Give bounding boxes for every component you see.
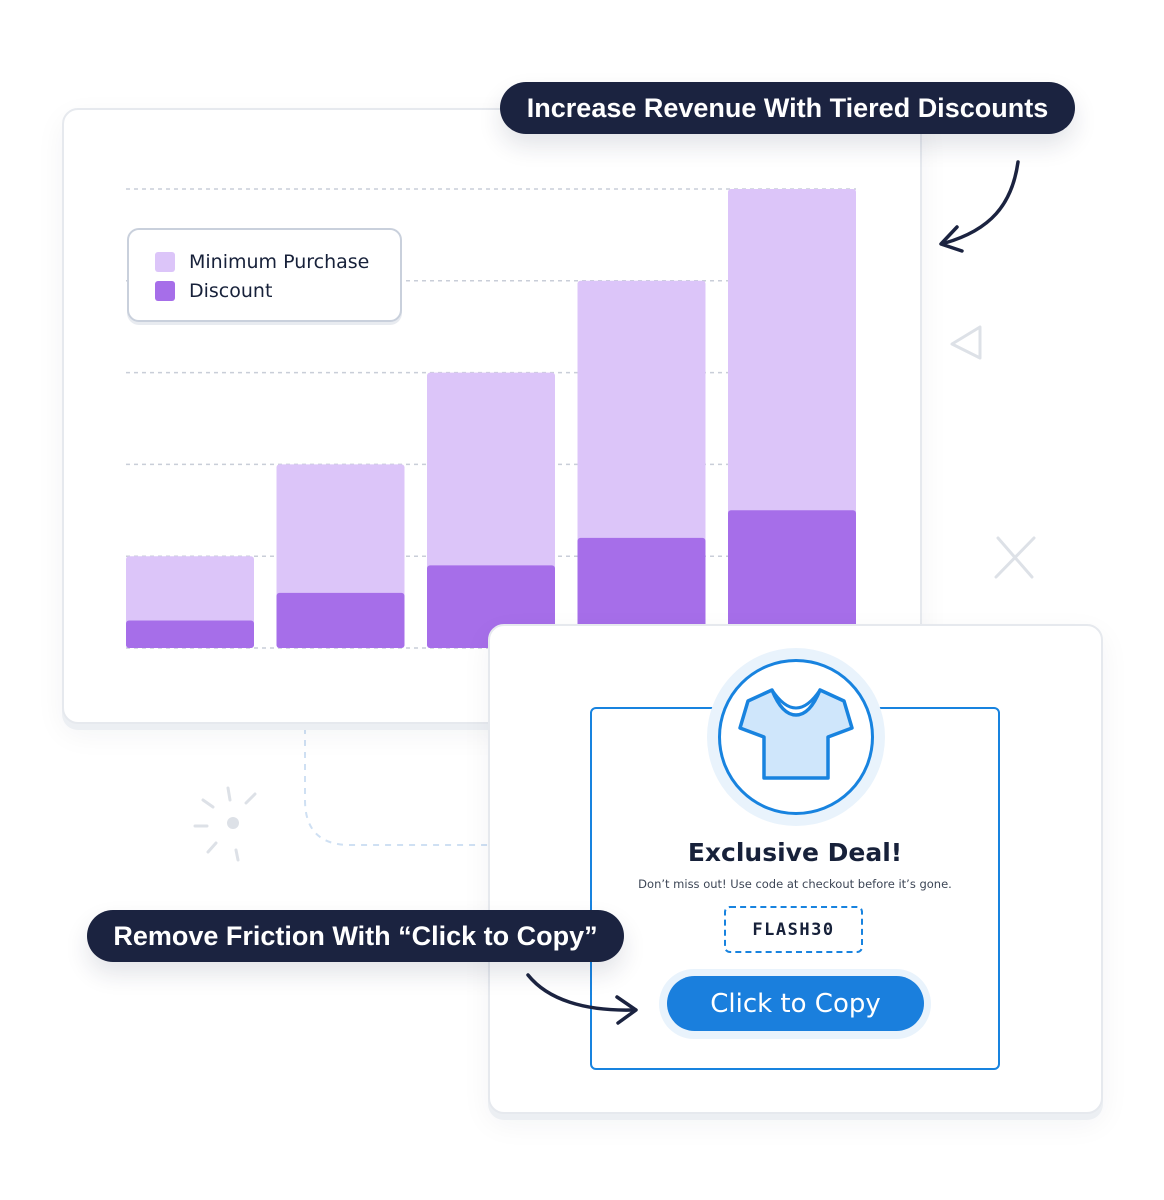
deal-subtitle: Don’t miss out! Use code at checkout bef…: [638, 877, 952, 891]
bar-discount-1: [126, 620, 254, 648]
bar-discount-5: [728, 510, 856, 648]
dashed-connector: [304, 728, 488, 846]
callout-click-to-copy: Remove Friction With “Click to Copy”: [87, 910, 624, 962]
legend-label: Minimum Purchase: [189, 251, 370, 273]
click-to-copy-button[interactable]: Click to Copy: [667, 976, 924, 1031]
cross-icon: [994, 536, 1036, 579]
coupon-code[interactable]: FLASH30: [724, 906, 863, 953]
legend-swatch-discount: [155, 281, 175, 301]
triangle-outline-icon: [950, 325, 982, 360]
sparkle-dot: [227, 817, 239, 829]
legend-swatch-minimum-purchase: [155, 252, 175, 272]
bar-discount-4: [577, 537, 706, 648]
bar-discount-2: [276, 592, 405, 648]
legend-label: Discount: [189, 280, 273, 302]
sparkle-icon: [193, 786, 257, 862]
deal-title: Exclusive Deal!: [687, 838, 903, 867]
legend-item-discount: Discount: [155, 280, 272, 302]
chart-legend: Minimum Purchase Discount: [127, 228, 402, 322]
legend-item-minimum-purchase: Minimum Purchase: [155, 251, 369, 273]
callout-tiered-discounts: Increase Revenue With Tiered Discounts: [500, 82, 1075, 134]
